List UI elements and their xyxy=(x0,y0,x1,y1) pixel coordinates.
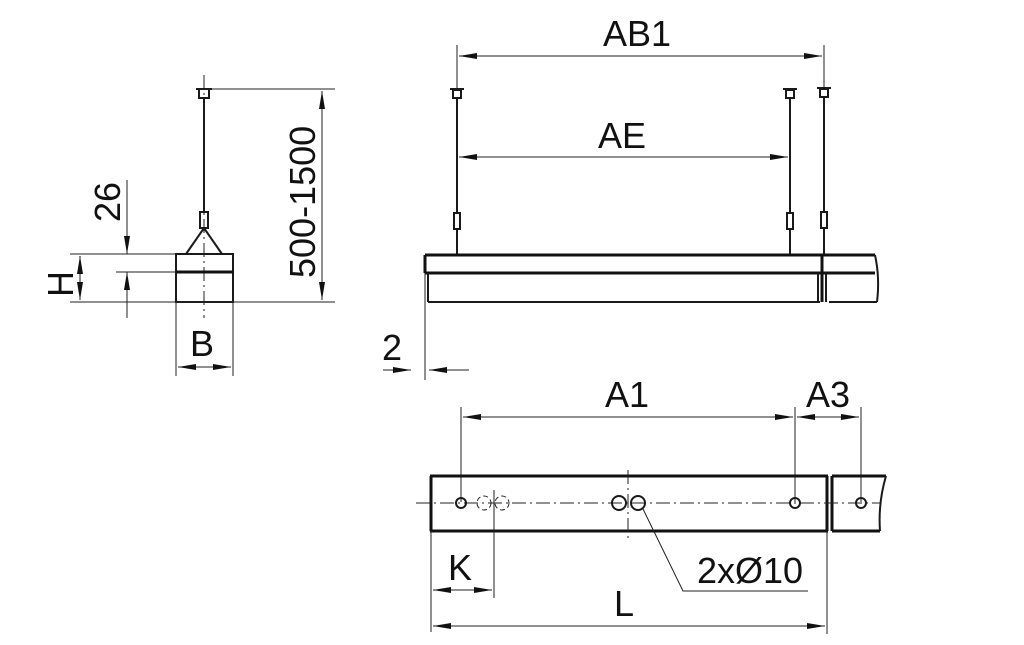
label-26: 26 xyxy=(87,182,128,222)
suspension-right xyxy=(817,87,831,255)
y-bracket xyxy=(185,226,223,255)
label-2: 2 xyxy=(382,327,402,368)
label-a3: A3 xyxy=(806,374,850,415)
holes-leader xyxy=(642,508,808,592)
label-h: H xyxy=(40,271,81,297)
top-view: A1 A3 K L xyxy=(416,374,887,634)
side-view: 26 H 500-1500 B xyxy=(40,75,335,376)
alt-hole xyxy=(476,495,492,511)
luminaire-body xyxy=(423,253,880,303)
cable-hole xyxy=(611,495,627,511)
label-b: B xyxy=(190,323,214,364)
label-ab1: AB1 xyxy=(603,13,671,54)
label-suspension: 500-1500 xyxy=(282,126,323,278)
label-l: L xyxy=(614,583,634,624)
alt-hole xyxy=(494,495,510,511)
label-a1: A1 xyxy=(605,374,649,415)
label-holes: 2xØ10 xyxy=(697,550,803,591)
cable-hole xyxy=(630,495,646,511)
mount-hole xyxy=(789,497,801,509)
label-ae: AE xyxy=(598,115,646,156)
front-view: AB1 AE xyxy=(382,13,880,380)
mount-hole xyxy=(455,497,467,509)
suspension-middle xyxy=(783,88,797,255)
label-k: K xyxy=(448,547,472,588)
suspension-left xyxy=(450,88,464,255)
mount-hole xyxy=(855,497,867,509)
